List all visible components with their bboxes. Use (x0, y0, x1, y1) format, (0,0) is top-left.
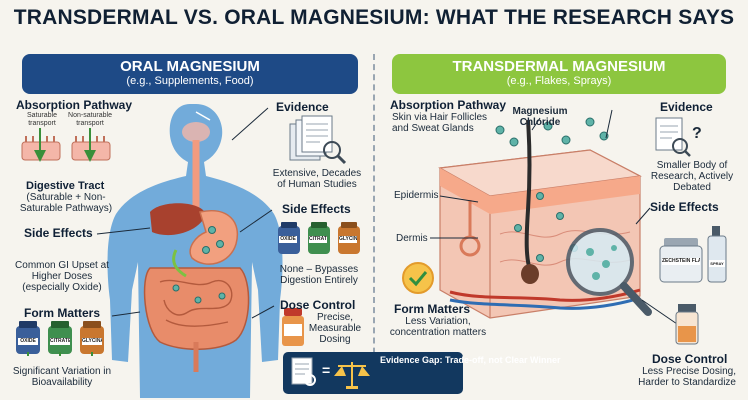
trans-absorption-label: Absorption Pathway (390, 98, 507, 112)
trans-side-effects-leader (635, 207, 651, 225)
trans-dose-leader (641, 299, 681, 327)
oral-form-matters-desc: Significant Variation in Bioavailability (12, 366, 112, 388)
oral-absorption-label: Absorption Pathway (16, 98, 133, 112)
trans-evidence-label: Evidence (660, 100, 713, 114)
epidermis-band-left (440, 168, 490, 214)
saturable-transport-label: Saturable transport (27, 112, 57, 127)
transdermal-banner-title: TRANSDERMAL MAGNESIUM (452, 58, 666, 75)
trans-dose-control-desc: Less Precise Dosing, Harder to Standardi… (638, 366, 736, 388)
dose-vial-icon (675, 304, 699, 345)
side-bottle-citrate-label: CITRATE (309, 236, 327, 243)
epidermis-label: Epidermis (394, 190, 439, 201)
transdermal-banner: TRANSDERMAL MAGNESIUM (e.g., Flakes, Spr… (392, 54, 726, 94)
oral-form-matters-label: Form Matters (24, 306, 101, 320)
trans-form-matters-label: Form Matters (394, 302, 471, 316)
liver (150, 203, 206, 236)
oral-side-effects-desc: Common GI Upset at Higher Doses (especia… (15, 260, 109, 293)
gap-document-icon (291, 357, 316, 386)
oral-evidence-desc: Extensive, Decades of Human Studies (272, 168, 362, 190)
trans-form-matters-desc: Less Variation, concentration matters (389, 316, 487, 338)
magnesium-particles (172, 226, 226, 304)
trans-side-effects-label: Side Effects (650, 200, 719, 214)
magnifier-icon (566, 228, 652, 316)
form-matters-leader (111, 311, 141, 317)
form-citrate-label: CITRATE (50, 338, 70, 345)
blood-vessel-blue (449, 296, 641, 310)
side-effects-right-leader (239, 209, 273, 233)
dermis-label: Dermis (396, 233, 428, 244)
hair-follicle (521, 264, 539, 284)
dose-control-leader (251, 305, 275, 319)
svg-text:?: ? (692, 125, 702, 142)
oral-side-effects-right-desc: None – Bypasses Digestion Entirely (279, 264, 359, 286)
magnesium-chloride-label: Magnesium Chloride (512, 106, 568, 128)
trans-dose-control-label: Dose Control (652, 352, 728, 366)
digestive-tract-label: Digestive Tract (26, 180, 105, 192)
debated-research-icon: ? (655, 117, 702, 157)
blood-vessel-red (449, 288, 641, 302)
intestine-coils (159, 279, 233, 327)
research-documents-icon (289, 115, 347, 165)
oral-banner-title: ORAL MAGNESIUM (120, 58, 260, 75)
intake-arrow (195, 111, 211, 121)
epidermis-leader (439, 195, 479, 203)
balance-scale-icon (334, 362, 370, 389)
oral-dose-control-desc: Precise, Measurable Dosing (308, 312, 362, 345)
digestive-tract-desc: (Saturable + Non-Saturable Pathways) (19, 192, 113, 214)
trans-absorption-desc: Skin via Hair Follicles and Sweat Glands (392, 112, 488, 134)
side-bottle-glycinate-label: GLYCINATE (339, 236, 357, 243)
absorption-flow (172, 249, 187, 278)
spray-label: SPRAY (709, 260, 725, 267)
evidence-gap-text: Evidence Gap: Trade-off, not Clear Winne… (380, 355, 561, 365)
checkmark-icon (402, 262, 434, 294)
form-glycinate-label: GLYCINATE (82, 338, 102, 345)
side-bottle-oxide-label: OXIDE (279, 236, 297, 243)
evidence-leader (231, 107, 269, 141)
oral-side-effects-label: Side Effects (24, 226, 93, 240)
oral-banner-subtitle: (e.g., Supplements, Food) (126, 75, 254, 87)
side-effects-leader (96, 227, 151, 235)
evidence-gap-icons (291, 357, 370, 389)
villi-saturable-icon (21, 128, 61, 162)
non-saturable-transport-label: Non-saturable transport (68, 112, 112, 127)
oral-evidence-label: Evidence (276, 100, 329, 114)
equals-sign: = (322, 362, 331, 378)
sweat-gland (459, 235, 481, 257)
flakes-label: ZECHSTEIN FLAKES (662, 258, 700, 265)
spray-bottle-icon (707, 226, 727, 283)
form-oxide-label: OXIDE (18, 338, 38, 345)
trans-evidence-desc: Smaller Body of Research, Actively Debat… (650, 160, 734, 193)
hair-shaft (524, 119, 532, 271)
evidence-gap-box (283, 352, 463, 394)
page-title: TRANSDERMAL VS. ORAL MAGNESIUM: WHAT THE… (13, 6, 735, 29)
panel-divider (373, 54, 375, 384)
transdermal-banner-subtitle: (e.g., Flakes, Sprays) (506, 75, 612, 87)
chloride-leader (531, 117, 541, 131)
mouth-cavity (182, 122, 210, 142)
oral-banner: ORAL MAGNESIUM (e.g., Supplements, Food) (22, 54, 358, 94)
pill-bottle-icon (282, 308, 304, 346)
oral-dose-control-label: Dose Control (280, 298, 356, 312)
stomach (189, 210, 239, 265)
villi-non-saturable-icon (71, 128, 111, 162)
oral-side-effects-right-label: Side Effects (282, 202, 351, 216)
trans-evidence-leader (605, 109, 613, 139)
